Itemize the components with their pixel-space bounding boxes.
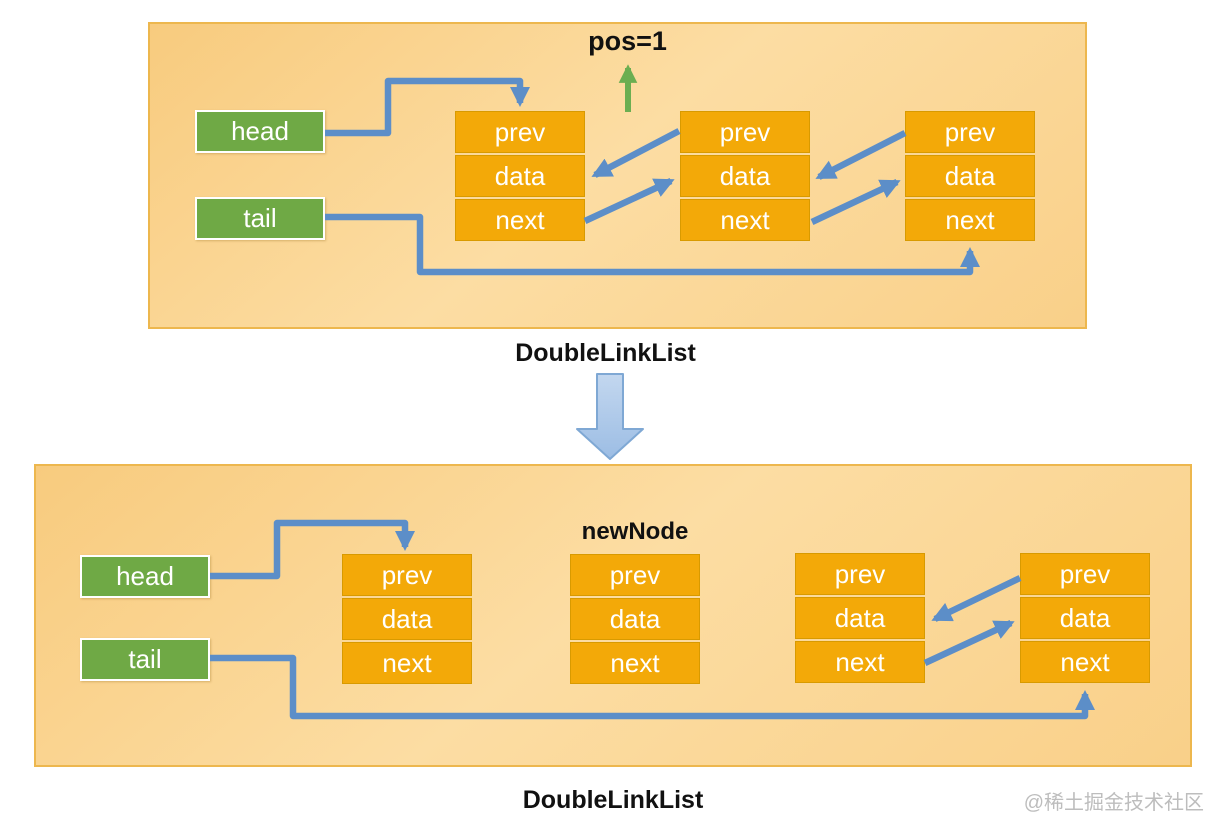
list-node-bottom-1: prev data next <box>342 554 472 684</box>
node-cell-next: next <box>455 199 585 241</box>
node-cell-data: data <box>570 598 700 640</box>
node-cell-prev: prev <box>455 111 585 153</box>
node-cell-prev: prev <box>570 554 700 596</box>
node-cell-next: next <box>342 642 472 684</box>
node-cell-prev: prev <box>342 554 472 596</box>
node-cell-data: data <box>680 155 810 197</box>
head-label: head <box>116 561 174 591</box>
node-cell-next: next <box>1020 641 1150 683</box>
newnode-label: newNode <box>581 518 689 545</box>
node-cell-prev: prev <box>680 111 810 153</box>
head-box-top: head <box>195 110 325 153</box>
node-cell-next: next <box>795 641 925 683</box>
node-cell-data: data <box>1020 597 1150 639</box>
node-cell-prev: prev <box>905 111 1035 153</box>
caption-bottom: DoubleLinkList <box>522 786 704 814</box>
list-node-bottom-3: prev data next <box>795 553 925 683</box>
node-cell-prev: prev <box>795 553 925 595</box>
node-cell-prev: prev <box>1020 553 1150 595</box>
head-label: head <box>231 116 289 146</box>
head-box-bottom: head <box>80 555 210 598</box>
list-node-top-3: prev data next <box>905 111 1035 241</box>
transform-down-arrow <box>576 373 644 460</box>
list-node-top-1: prev data next <box>455 111 585 241</box>
node-cell-next: next <box>570 642 700 684</box>
tail-box-bottom: tail <box>80 638 210 681</box>
caption-top: DoubleLinkList <box>515 339 696 367</box>
tail-label: tail <box>128 644 162 674</box>
node-cell-data: data <box>795 597 925 639</box>
pos-label: pos=1 <box>588 26 667 56</box>
list-node-bottom-4: prev data next <box>1020 553 1150 683</box>
list-node-bottom-newnode: prev data next <box>570 554 700 684</box>
node-cell-next: next <box>905 199 1035 241</box>
node-cell-data: data <box>905 155 1035 197</box>
watermark: @稀土掘金技术社区 <box>1023 792 1204 814</box>
tail-label: tail <box>243 203 277 233</box>
tail-box-top: tail <box>195 197 325 240</box>
node-cell-data: data <box>455 155 585 197</box>
list-node-top-2: prev data next <box>680 111 810 241</box>
node-cell-data: data <box>342 598 472 640</box>
node-cell-next: next <box>680 199 810 241</box>
